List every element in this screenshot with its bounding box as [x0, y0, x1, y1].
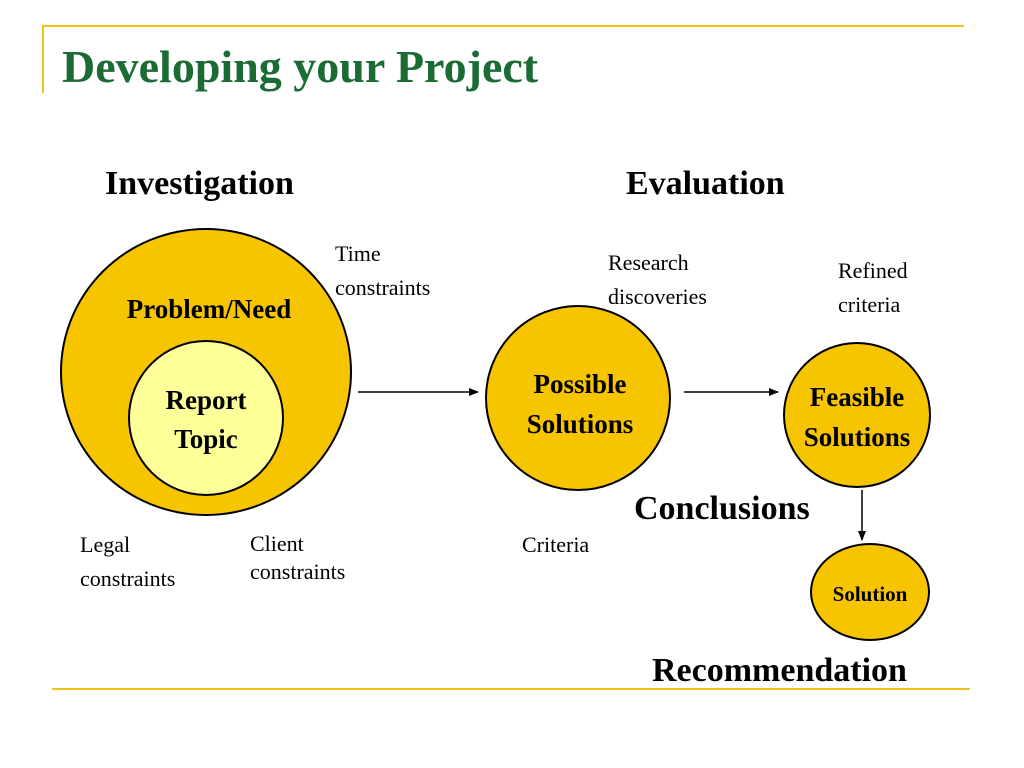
report-topic-label: Report Topic: [165, 385, 247, 454]
time-constraints-label: Time constraints: [335, 241, 431, 300]
slide-title: Developing your Project: [62, 41, 539, 92]
possible-solutions-circle: [485, 305, 671, 491]
report-topic-circle: [128, 340, 284, 496]
refined-criteria-label: Refined criteria: [838, 258, 908, 317]
frame-left-line: [42, 25, 44, 93]
heading-investigation: Investigation: [105, 165, 294, 202]
heading-recommendation: Recommendation: [652, 652, 907, 689]
frame-bottom-line: [52, 688, 970, 690]
heading-conclusions: Conclusions: [634, 490, 810, 527]
research-discoveries-label: Research discoveries: [608, 250, 707, 309]
solution-label: Solution: [832, 582, 908, 606]
solution-circle: [810, 543, 930, 641]
legal-constraints-label: Legal constraints: [80, 532, 176, 591]
criteria-label: Criteria: [522, 532, 590, 557]
frame-top-line: [42, 25, 964, 27]
heading-evaluation: Evaluation: [626, 165, 785, 202]
possible-solutions-label: Possible Solutions: [526, 369, 634, 439]
feasible-solutions-label: Feasible Solutions: [803, 382, 911, 452]
feasible-solutions-circle: [783, 342, 931, 488]
problem-need-label: Problem/Need: [126, 294, 292, 324]
client-constraints-label: Client constraints: [250, 531, 346, 584]
